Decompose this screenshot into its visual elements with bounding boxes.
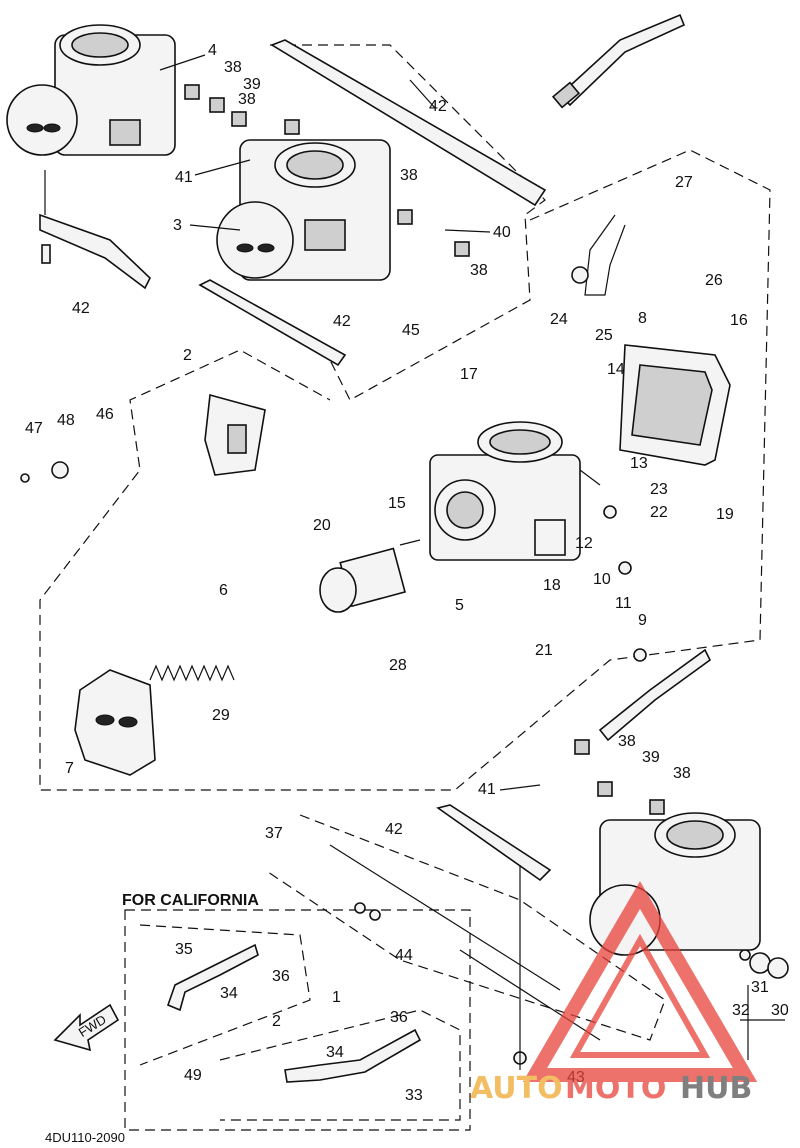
callout-25: 25 (595, 327, 613, 344)
callout-36: 36 (390, 1009, 408, 1026)
callout-24: 24 (550, 311, 568, 328)
callout-42: 42 (385, 821, 403, 838)
callout-5: 5 (455, 597, 464, 614)
callout-36: 36 (272, 968, 290, 985)
callout-40: 40 (493, 224, 511, 241)
diaphragm-cover (74, 669, 156, 776)
callout-34: 34 (220, 985, 238, 1002)
callout-10: 10 (593, 571, 611, 588)
callout-1: 1 (332, 989, 341, 1006)
fwd-arrow-icon: FWD (53, 1003, 120, 1052)
carburetor-assembly-top-left (6, 24, 176, 290)
callout-28: 28 (389, 657, 407, 674)
callout-2: 2 (183, 347, 192, 364)
callout-38: 38 (400, 167, 418, 184)
callout-3: 3 (173, 217, 182, 234)
callout-45: 45 (402, 322, 420, 339)
watermark-logo: AUTO MOTO HUB (470, 881, 758, 1106)
callout-19: 19 (716, 506, 734, 523)
lower-group-outline (264, 814, 666, 1041)
upper-group-outline (270, 44, 546, 401)
callout-12: 12 (575, 535, 593, 552)
callout-48: 48 (57, 412, 75, 429)
main-group-outline (39, 149, 771, 791)
watermark-text-moto: MOTO (565, 1071, 666, 1106)
callout-38: 38 (470, 262, 488, 279)
throttle-linkage (571, 214, 626, 296)
callout-31: 31 (751, 979, 769, 996)
callout-6: 6 (219, 582, 228, 599)
callout-42: 42 (429, 98, 447, 115)
callout-9: 9 (638, 612, 647, 629)
callout-20: 20 (313, 517, 331, 534)
watermark-text-hub: HUB (680, 1071, 752, 1106)
callout-34: 34 (326, 1044, 344, 1061)
watermark-text-auto: AUTO (470, 1071, 563, 1106)
california-outline (124, 909, 471, 1131)
callout-49: 49 (184, 1067, 202, 1084)
vacuum-piston (319, 547, 406, 613)
spring (149, 664, 235, 682)
carburetor-body-main (429, 421, 581, 561)
rails (198, 39, 601, 1041)
callout-42: 42 (72, 300, 90, 317)
warning-triangle-icon (522, 881, 758, 1082)
callout-17: 17 (460, 366, 478, 383)
callout-22: 22 (650, 504, 668, 521)
group-outlines (39, 44, 771, 1131)
callout-27: 27 (675, 174, 693, 191)
drawing-code: 4DU110-2090 (45, 1130, 125, 1145)
callout-26: 26 (705, 272, 723, 289)
callout-14: 14 (607, 361, 625, 378)
hoses (166, 13, 712, 1083)
callout-16: 16 (730, 312, 748, 329)
carburetor-assembly-bottom-right (589, 812, 761, 956)
carburetor-assembly-upper-middle (216, 139, 391, 281)
callout-32: 32 (732, 1002, 750, 1019)
callout-15: 15 (388, 495, 406, 512)
callout-47: 47 (25, 420, 43, 437)
callout-13: 13 (630, 455, 648, 472)
callout-33: 33 (405, 1087, 423, 1104)
callout-numbers: 1 2 2 3 4 5 6 7 8 9 10 11 12 13 14 15 16… (25, 42, 789, 1104)
callout-30: 30 (771, 1002, 789, 1019)
callout-23: 23 (650, 481, 668, 498)
callout-38: 38 (238, 91, 256, 108)
callout-41: 41 (175, 169, 193, 186)
callout-21: 21 (535, 642, 553, 659)
callout-35: 35 (175, 941, 193, 958)
bracket (204, 393, 266, 476)
callout-7: 7 (65, 760, 74, 777)
california-sub-outline-1 (219, 1009, 461, 1121)
small-hardware (20, 84, 789, 1065)
leader-lines (159, 54, 785, 1070)
callout-37: 37 (265, 825, 283, 842)
callout-8: 8 (638, 310, 647, 327)
callout-39: 39 (642, 749, 660, 766)
callout-11: 11 (615, 595, 632, 612)
callout-39: 39 (243, 76, 261, 93)
float-chamber-cover (619, 344, 731, 466)
callout-44: 44 (395, 947, 413, 964)
callout-29: 29 (212, 707, 230, 724)
callout-18: 18 (543, 577, 561, 594)
section-heading: FOR CALIFORNIA (122, 892, 259, 909)
callout-38: 38 (224, 59, 242, 76)
callout-38: 38 (673, 765, 691, 782)
california-sub-outline-2 (139, 924, 311, 1066)
callout-38: 38 (618, 733, 636, 750)
callout-46: 46 (96, 406, 114, 423)
callout-41: 41 (478, 781, 496, 798)
callout-2: 2 (272, 1013, 281, 1030)
callout-42: 42 (333, 313, 351, 330)
callout-4: 4 (208, 42, 217, 59)
